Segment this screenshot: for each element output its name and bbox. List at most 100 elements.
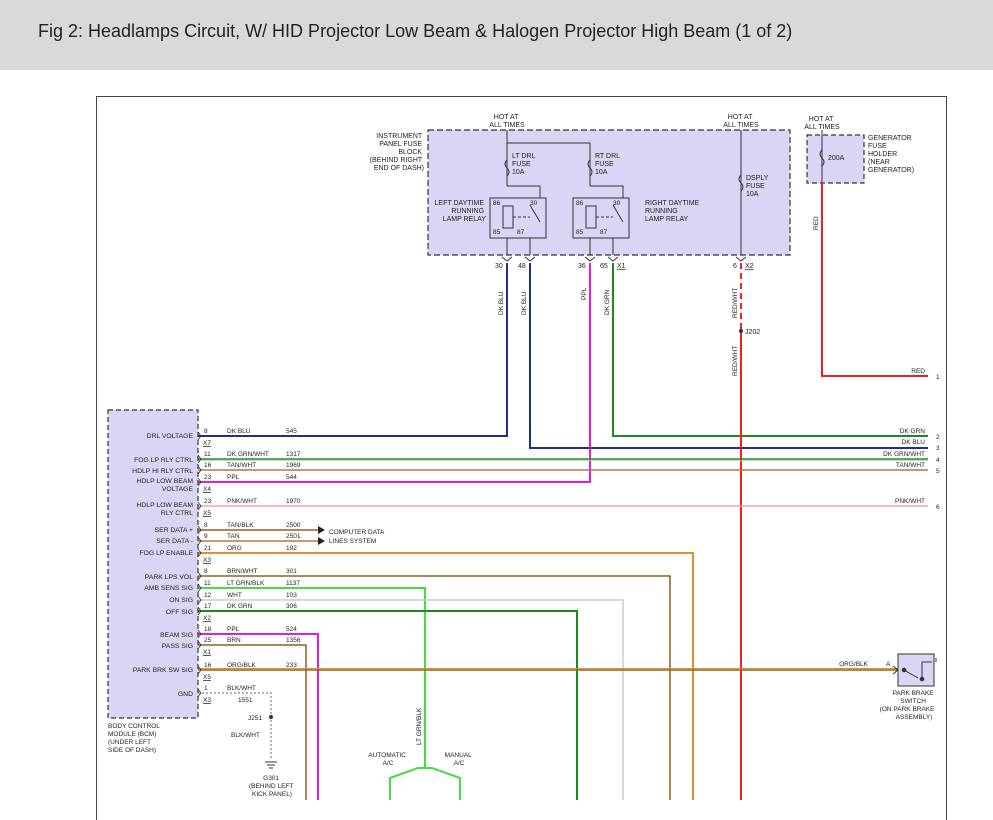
manual-ac-label: MANUAL A/C (445, 752, 474, 767)
svg-text:X1: X1 (203, 649, 211, 656)
rt-drl-fuse-label: RT DRL FUSE 10A (595, 153, 622, 176)
svg-text:DK BLU: DK BLU (902, 439, 926, 446)
svg-text:23: 23 (204, 474, 212, 481)
svg-text:SER DATA -: SER DATA - (156, 538, 193, 545)
wire-dk-grn-2 (612, 263, 928, 437)
svg-text:21: 21 (204, 545, 212, 552)
svg-text:SER DATA +: SER DATA + (155, 527, 193, 534)
svg-text:9: 9 (204, 533, 208, 540)
header-bar: Fig 2: Headlamps Circuit, W/ HID Project… (0, 0, 993, 70)
svg-text:1137: 1137 (286, 580, 300, 587)
fuse-block-box (427, 129, 791, 256)
wire-brn-wht (198, 575, 671, 800)
svg-text:TAN/WHT: TAN/WHT (896, 462, 925, 469)
left-drl-relay (489, 197, 547, 239)
svg-text:GND: GND (178, 691, 193, 698)
svg-text:TAN/WHT: TAN/WHT (227, 462, 256, 469)
ground-icon (265, 761, 277, 769)
svg-text:DK GRN/WHT: DK GRN/WHT (883, 451, 925, 458)
svg-text:RED: RED (813, 216, 820, 230)
svg-text:3: 3 (936, 445, 940, 452)
svg-text:1: 1 (204, 685, 208, 692)
svg-text:DRL VOLTAGE: DRL VOLTAGE (147, 433, 194, 440)
ground-wire-label: BLK/WHT (231, 732, 260, 739)
svg-text:PPL: PPL (227, 626, 240, 633)
svg-text:PARK LPS VOL: PARK LPS VOL (145, 574, 193, 581)
svg-text:HDLP HI RLY CTRL: HDLP HI RLY CTRL (132, 468, 193, 475)
wire-ppl-524 (198, 633, 319, 800)
svg-text:ON SIG: ON SIG (169, 597, 193, 604)
svg-text:8: 8 (204, 568, 208, 575)
svg-text:X5: X5 (203, 674, 211, 681)
svg-text:PASS SIG: PASS SIG (162, 643, 193, 650)
svg-text:4: 4 (936, 457, 940, 464)
svg-text:301: 301 (286, 568, 297, 575)
svg-text:TAN/BLK: TAN/BLK (227, 522, 254, 529)
wire-dk-grn-306 (198, 610, 578, 800)
bcm-box (107, 409, 199, 719)
svg-text:TAN: TAN (227, 533, 240, 540)
dsply-fuse-icon (738, 174, 744, 192)
svg-text:FOG LP ENABLE: FOG LP ENABLE (139, 550, 193, 557)
svg-text:X4: X4 (203, 486, 211, 493)
splice-j202: J202 (745, 329, 760, 336)
svg-text:DK GRN: DK GRN (604, 289, 611, 315)
arrow-icon (318, 526, 325, 545)
wire-blk-wht (198, 692, 272, 760)
svg-text:DK BLU: DK BLU (227, 428, 251, 435)
svg-text:BRN/WHT: BRN/WHT (227, 568, 257, 575)
svg-text:DK GRN/WHT: DK GRN/WHT (227, 451, 269, 458)
svg-text:X2: X2 (203, 615, 211, 622)
bcm-wire-colors: DK BLU DK GRN/WHT TAN/WHT PPL PNK/WHT TA… (227, 428, 269, 692)
svg-text:16: 16 (204, 662, 212, 669)
park-brake-pin: A (886, 661, 891, 668)
svg-text:BLK/WHT: BLK/WHT (227, 685, 256, 692)
svg-text:WHT: WHT (227, 592, 242, 599)
svg-text:23: 23 (204, 498, 212, 505)
dsply-fuse-label: DSPLY FUSE 10A (746, 175, 770, 198)
svg-text:2500: 2500 (286, 522, 301, 529)
auto-ac-label: AUTOMATIC A/C (368, 752, 408, 767)
switch-icon (892, 656, 937, 682)
svg-text:X7: X7 (203, 440, 211, 447)
svg-text:X3: X3 (203, 557, 211, 564)
svg-text:2501: 2501 (286, 533, 301, 540)
svg-text:AMB SENS SIG: AMB SENS SIG (144, 585, 193, 592)
svg-text:HDLP LOW BEAM: HDLP LOW BEAM (136, 478, 193, 485)
svg-text:6: 6 (936, 504, 940, 511)
wire-org-192 (198, 552, 694, 800)
svg-text:LT GRN/BLK: LT GRN/BLK (416, 707, 423, 745)
svg-text:RED: RED (911, 368, 925, 375)
svg-text:PNK/WHT: PNK/WHT (227, 498, 257, 505)
svg-text:1551: 1551 (238, 697, 253, 704)
svg-text:X3: X3 (203, 697, 211, 704)
hot-at-all-times-2: HOT AT ALL TIMES (723, 114, 759, 129)
bcm-pin-connectors (197, 431, 202, 698)
park-brake-wire-label: ORG/BLK (839, 661, 869, 668)
svg-text:PPL: PPL (227, 474, 240, 481)
bcm-pin-numbers: 8 11 16 23 23 8 9 21 8 11 12 17 18 25 16… (204, 428, 212, 692)
wire-lt-grn-blk (198, 587, 426, 768)
svg-text:DK BLU: DK BLU (521, 291, 528, 315)
generator-fuse-icon (819, 149, 825, 167)
svg-text:OFF SIG: OFF SIG (166, 609, 193, 616)
lt-drl-fuse-label: LT DRL FUSE 10A (512, 153, 537, 176)
right-drl-relay (572, 197, 630, 239)
svg-text:16: 16 (204, 462, 212, 469)
svg-text:DK BLU: DK BLU (498, 291, 505, 315)
svg-text:25: 25 (204, 637, 212, 644)
right-wire-labels: RED 1 DK GRN 2 DK BLU 3 DK GRN/WHT 4 TAN… (883, 368, 940, 511)
svg-text:ORG/BLK: ORG/BLK (227, 662, 257, 669)
rt-drl-fuse-icon (587, 159, 593, 177)
wire-red (821, 183, 928, 377)
svg-text:1317: 1317 (286, 451, 301, 458)
svg-text:17: 17 (204, 603, 212, 610)
svg-text:11: 11 (204, 580, 211, 587)
ground-label: G301 (BEHIND LEFT KICK PANEL) (249, 775, 295, 798)
svg-text:5: 5 (936, 468, 940, 475)
svg-text:ORG: ORG (227, 545, 242, 552)
svg-text:FOG LP RLY CTRL: FOG LP RLY CTRL (134, 457, 193, 464)
right-relay-pins: 86 30 85 87 (576, 200, 622, 236)
page-title: Fig 2: Headlamps Circuit, W/ HID Project… (38, 21, 793, 41)
